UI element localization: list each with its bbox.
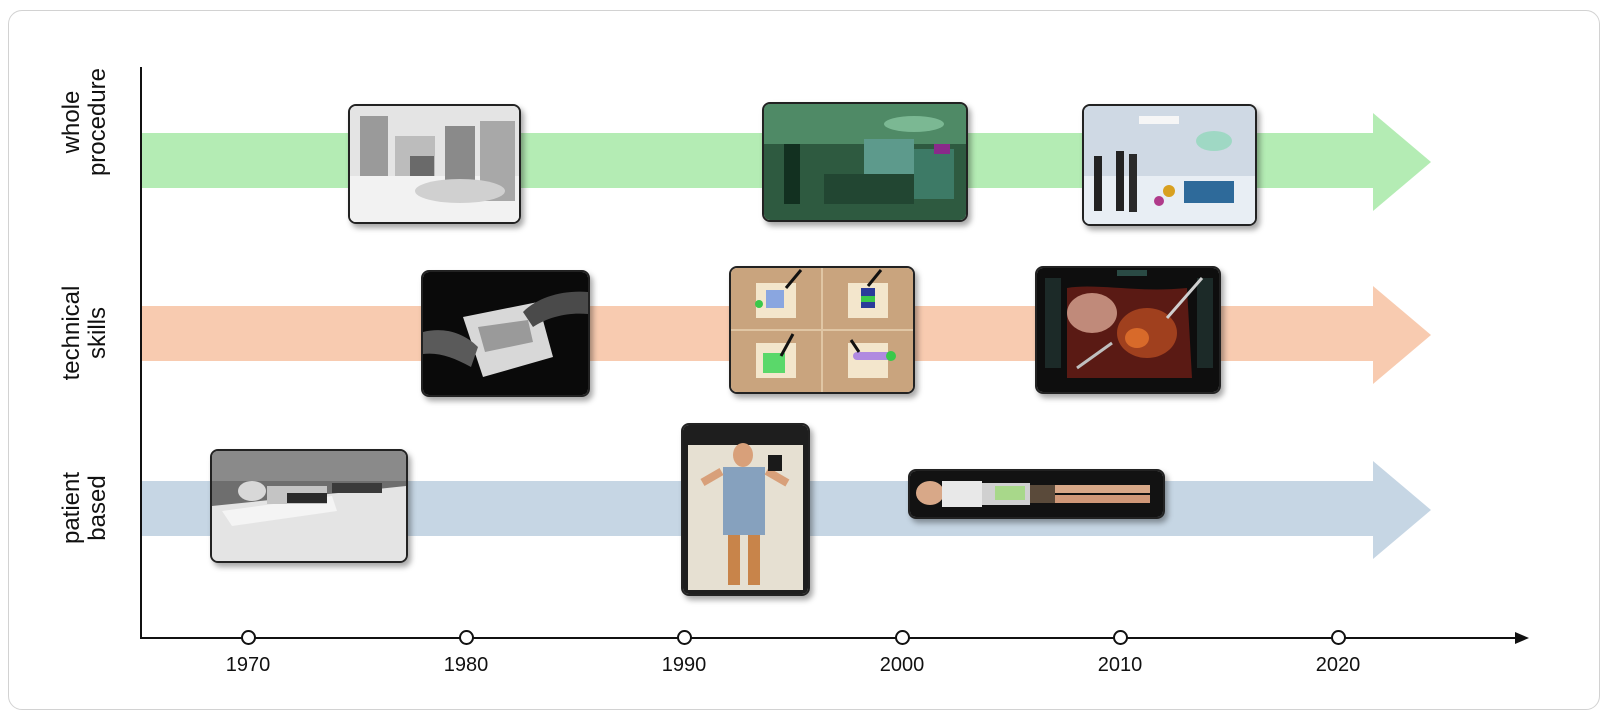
x-tick-label: 1980 (443, 654, 489, 676)
x-axis-arrowhead (1515, 632, 1529, 644)
x-tick-marker (895, 630, 910, 645)
vr-task-trainer-1990s-screens (729, 266, 915, 394)
or-simulation-1970s-photo (348, 104, 521, 224)
x-tick-label: 2000 (879, 654, 925, 676)
row-label-line: patient (58, 471, 85, 545)
row-label-whole-procedure: whole procedure (58, 37, 111, 207)
x-tick-marker (1113, 630, 1128, 645)
x-axis-line (140, 637, 1518, 639)
x-tick-marker (459, 630, 474, 645)
x-tick-marker (677, 630, 692, 645)
row-label-line: whole (58, 90, 85, 154)
track-arrowhead (1373, 113, 1431, 211)
x-tick-label: 1970 (225, 654, 271, 676)
row-label-technical-skills: technical skills (58, 248, 111, 418)
y-axis-line (140, 67, 142, 639)
x-tick-label: 1990 (661, 654, 707, 676)
lying-patient-simulator-2000s-photo (908, 469, 1165, 519)
row-label-line: based (84, 475, 111, 541)
x-tick-marker (241, 630, 256, 645)
x-tick-marker (1331, 630, 1346, 645)
full-body-mannequin-1990s-photo (681, 423, 810, 596)
x-tick-label: 2010 (1097, 654, 1143, 676)
virtual-or-2010s-photo (1082, 104, 1257, 226)
patient-mannequin-1970s-photo (210, 449, 408, 563)
bench-trainer-1980s-photo (421, 270, 590, 397)
row-label-line: skills (84, 307, 111, 359)
row-label-line: technical (58, 285, 85, 381)
or-team-1990s-photo (762, 102, 968, 222)
virtual-surgery-simulator-screen (1035, 266, 1221, 394)
row-label-line: procedure (84, 67, 111, 177)
row-label-patient-based: patient based (58, 423, 111, 593)
track-arrowhead (1373, 461, 1431, 559)
track-arrowhead (1373, 286, 1431, 384)
x-tick-label: 2020 (1315, 654, 1361, 676)
